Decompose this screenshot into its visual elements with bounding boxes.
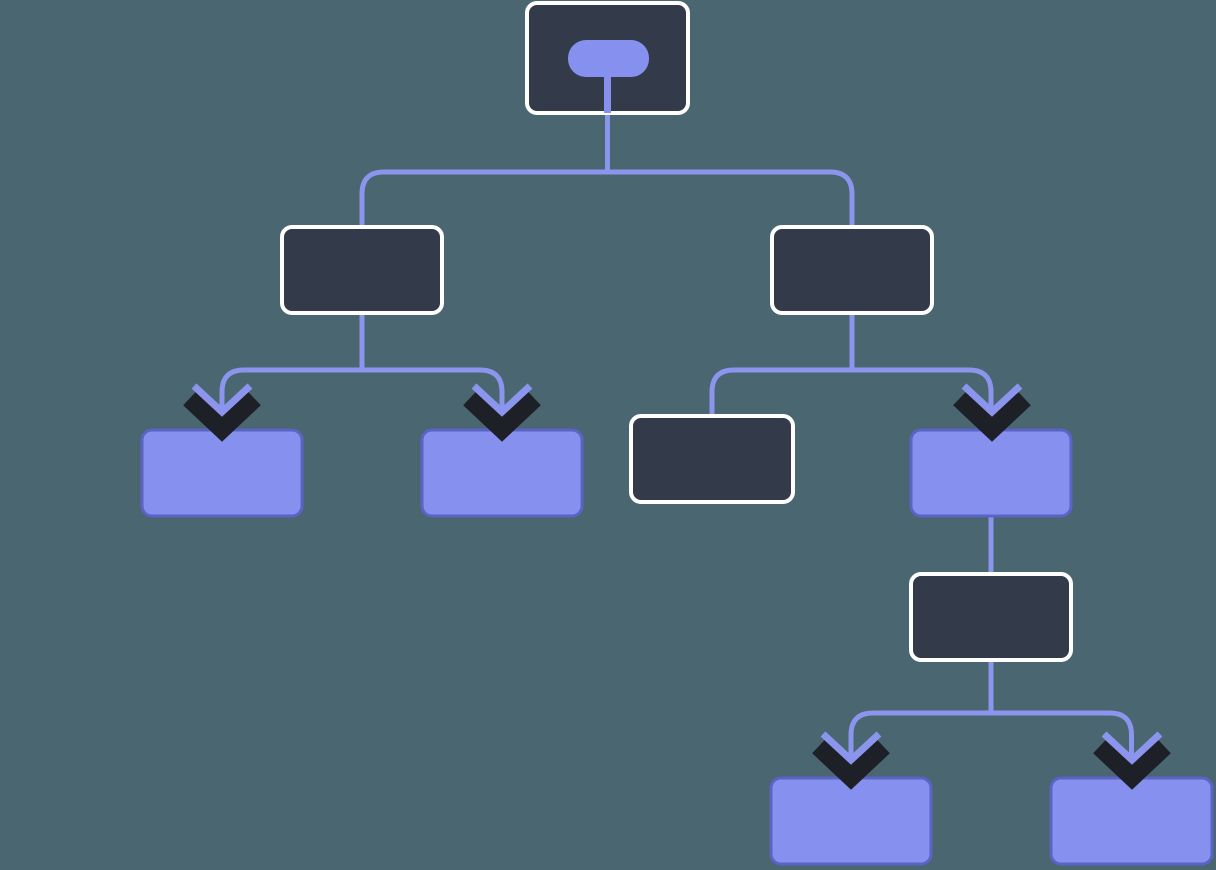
- edge-level2-left-to-leaf-b: [362, 367, 505, 430]
- arrowhead-leaf-a: [183, 383, 261, 442]
- level3-dark-node-box[interactable]: [629, 414, 795, 504]
- arrowhead-leaf-left-dark: [812, 738, 890, 790]
- arrowhead-leaf-b-dark: [463, 390, 541, 442]
- edge-level2-right-to-dark-node: [709, 367, 852, 416]
- arrowhead-branch-node: [953, 383, 1031, 442]
- arrowhead-leaf-a-dark: [183, 390, 261, 442]
- level3-purple-branch-node-box[interactable]: [909, 428, 1073, 518]
- arrowhead-leaf-b-highlight: [471, 383, 533, 417]
- level2-left-node[interactable]: [280, 225, 444, 315]
- arrowhead-leaf-a-highlight: [191, 383, 253, 417]
- level3-leaf-a-box[interactable]: [140, 428, 304, 518]
- arrowhead-leaf-b: [463, 383, 541, 442]
- level5-leaf-left[interactable]: [769, 776, 933, 866]
- arrowhead-layer: [183, 383, 1171, 790]
- level3-leaf-b-box[interactable]: [420, 428, 584, 518]
- level5-leaf-right[interactable]: [1049, 776, 1214, 866]
- root-stem-icon: [604, 60, 611, 113]
- arrowhead-branch-node-highlight: [961, 383, 1023, 417]
- level3-leaf-a[interactable]: [140, 428, 304, 518]
- arrowhead-leaf-left-highlight: [820, 731, 882, 765]
- arrowhead-leaf-right: [1093, 731, 1171, 790]
- level3-leaf-b[interactable]: [420, 428, 584, 518]
- level3-purple-branch-node[interactable]: [909, 428, 1073, 518]
- level4-dark-node[interactable]: [909, 572, 1073, 662]
- level2-left-node-box[interactable]: [280, 225, 444, 315]
- arrowhead-leaf-right-highlight: [1101, 731, 1163, 765]
- edge-level2-left-to-leaf-a: [219, 367, 362, 430]
- edge-level4-to-leaf-right: [991, 710, 1134, 778]
- root-node[interactable]: [525, 1, 690, 115]
- edge-level4-to-leaf-left: [848, 710, 991, 778]
- arrowhead-branch-node-dark: [953, 390, 1031, 442]
- level5-leaf-right-box[interactable]: [1049, 776, 1214, 866]
- arrowhead-leaf-right-dark: [1093, 738, 1171, 790]
- edge-root-to-level2-left: [359, 169, 608, 227]
- root-pill-icon: [568, 40, 649, 77]
- edge-level2-right-to-branch-node: [852, 367, 994, 430]
- edge-root-to-level2-right: [607, 169, 855, 227]
- level5-leaf-left-box[interactable]: [769, 776, 933, 866]
- node-layer: [140, 1, 1214, 866]
- level3-dark-node[interactable]: [629, 414, 795, 504]
- level2-right-node-box[interactable]: [770, 225, 934, 315]
- level4-dark-node-box[interactable]: [909, 572, 1073, 662]
- arrowhead-leaf-left: [812, 731, 890, 790]
- level2-right-node[interactable]: [770, 225, 934, 315]
